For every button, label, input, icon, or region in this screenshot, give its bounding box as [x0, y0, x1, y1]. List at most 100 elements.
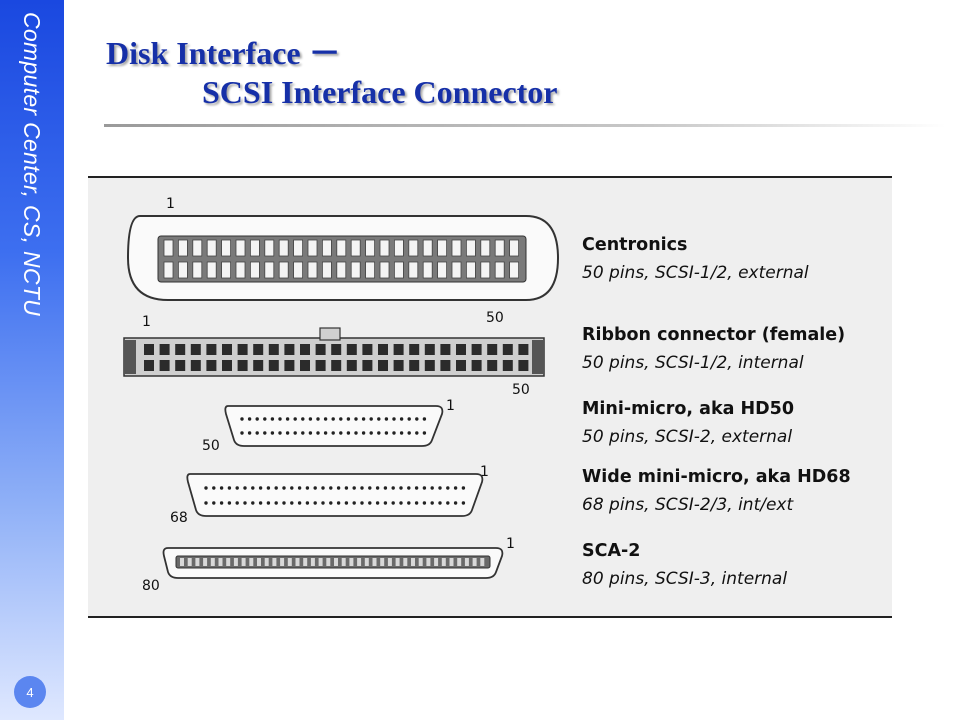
sca2-pin: [426, 558, 431, 566]
sca2-pin-label-80: 80: [142, 578, 160, 594]
hd50-pin: [323, 417, 328, 421]
hd68-pin: [251, 501, 255, 505]
sca2-pin: [387, 558, 392, 566]
ribbon-pin-hole: [253, 344, 264, 355]
centronics-pin: [321, 239, 332, 257]
centronics-pin: [451, 261, 462, 279]
centronics-pin: [408, 239, 419, 257]
sca2-pin: [434, 558, 439, 566]
sca2-pin: [472, 558, 477, 566]
hd50-pin: [369, 431, 373, 435]
hd68-pin: [453, 486, 458, 490]
sca2-pin: [180, 558, 184, 566]
hd50-pin: [369, 417, 373, 421]
centronics-pin: [437, 239, 448, 257]
hd50-pin: [346, 417, 351, 421]
hd68-pin: [446, 501, 450, 505]
centronics-pin: [278, 261, 289, 279]
centronics-pin: [192, 261, 203, 279]
hd68-pin: [446, 486, 450, 490]
title-underline: [104, 124, 946, 127]
ribbon-pin-hole: [159, 344, 170, 355]
centronics-pin: [494, 239, 505, 257]
hd50-connector: 1 50: [202, 398, 455, 454]
label-sca2-desc: 80 pins, SCSI-3, internal: [582, 569, 787, 589]
sca2-pin: [295, 558, 300, 566]
centronics-pin: [336, 261, 347, 279]
ribbon-pin-hole: [409, 344, 420, 355]
sca2-pin: [349, 558, 354, 566]
sca2-pin: [380, 558, 385, 566]
hd68-pin: [204, 501, 208, 505]
sca2-connector: 1 80: [142, 536, 515, 594]
hd50-pin: [399, 431, 404, 435]
sca2-pins: [180, 558, 485, 566]
hd50-pin: [361, 417, 366, 421]
hd68-pin: [235, 486, 239, 490]
ribbon-pin-hole: [175, 344, 186, 355]
hd50-pin: [270, 417, 275, 421]
centronics-pin: [163, 261, 174, 279]
centronics-pin-label-1: 1: [166, 196, 175, 212]
hd50-pin: [301, 431, 305, 435]
centronics-pin: [379, 261, 390, 279]
hd50-pins: [240, 417, 427, 435]
ribbon-pin-hole: [346, 360, 357, 371]
title-line-1: Disk Interface －: [106, 35, 341, 71]
hd68-pin: [414, 486, 419, 490]
centronics-pin: [350, 239, 361, 257]
centronics-pin: [221, 261, 232, 279]
hd68-pin: [430, 486, 434, 490]
sca2-pin: [210, 558, 215, 566]
hd50-pin: [308, 431, 313, 435]
centronics-pin: [480, 239, 491, 257]
sca2-pin: [249, 558, 254, 566]
hd50-pin: [354, 431, 358, 435]
ribbon-connector: 1 50 50: [123, 310, 545, 398]
connector-labels: Centronics 50 pins, SCSI-1/2, external R…: [582, 235, 851, 589]
sca2-pin: [195, 558, 200, 566]
hd50-pin: [278, 431, 282, 435]
centronics-pin: [336, 239, 347, 257]
sca2-pin: [441, 558, 446, 566]
centronics-pin: [437, 261, 448, 279]
hd50-pin: [392, 431, 396, 435]
hd50-pin: [285, 431, 290, 435]
ribbon-pin-hole: [487, 344, 498, 355]
hd50-pin: [293, 417, 297, 421]
sca2-pin: [326, 558, 331, 566]
hd68-pin: [243, 486, 247, 490]
hd68-pin: [235, 501, 239, 505]
hd68-pin: [321, 486, 325, 490]
hd68-pin: [368, 486, 372, 490]
hd50-pin: [407, 417, 411, 421]
hd68-pin: [305, 501, 310, 505]
centronics-pin: [350, 261, 361, 279]
hd50-pin: [285, 417, 290, 421]
hd50-pin: [339, 431, 343, 435]
hd68-pin: [422, 486, 427, 490]
hd50-pin: [308, 417, 313, 421]
hd50-pin: [384, 431, 389, 435]
hd50-pin: [407, 431, 411, 435]
ribbon-pin-hole: [237, 344, 248, 355]
label-sca2-name: SCA-2: [582, 541, 640, 561]
ribbon-pin-hole: [159, 360, 170, 371]
hd68-pin: [329, 501, 333, 505]
centronics-pin: [422, 261, 433, 279]
label-hd68-name: Wide mini-micro, aka HD68: [582, 467, 851, 487]
hd50-pin: [263, 417, 267, 421]
hd68-pin: [399, 486, 403, 490]
sca2-pin: [449, 558, 454, 566]
hd68-pin: [266, 501, 271, 505]
ribbon-pin-hole: [502, 360, 513, 371]
hd50-pin: [323, 431, 328, 435]
ribbon-pin-hole: [440, 344, 451, 355]
hd50-pin: [354, 417, 358, 421]
sca2-pin: [364, 558, 369, 566]
ribbon-pin-hole: [222, 360, 232, 371]
hd68-pin: [258, 486, 263, 490]
hd68-pin: [391, 486, 395, 490]
hd50-pin: [255, 417, 259, 421]
centronics-pin: [178, 261, 188, 279]
